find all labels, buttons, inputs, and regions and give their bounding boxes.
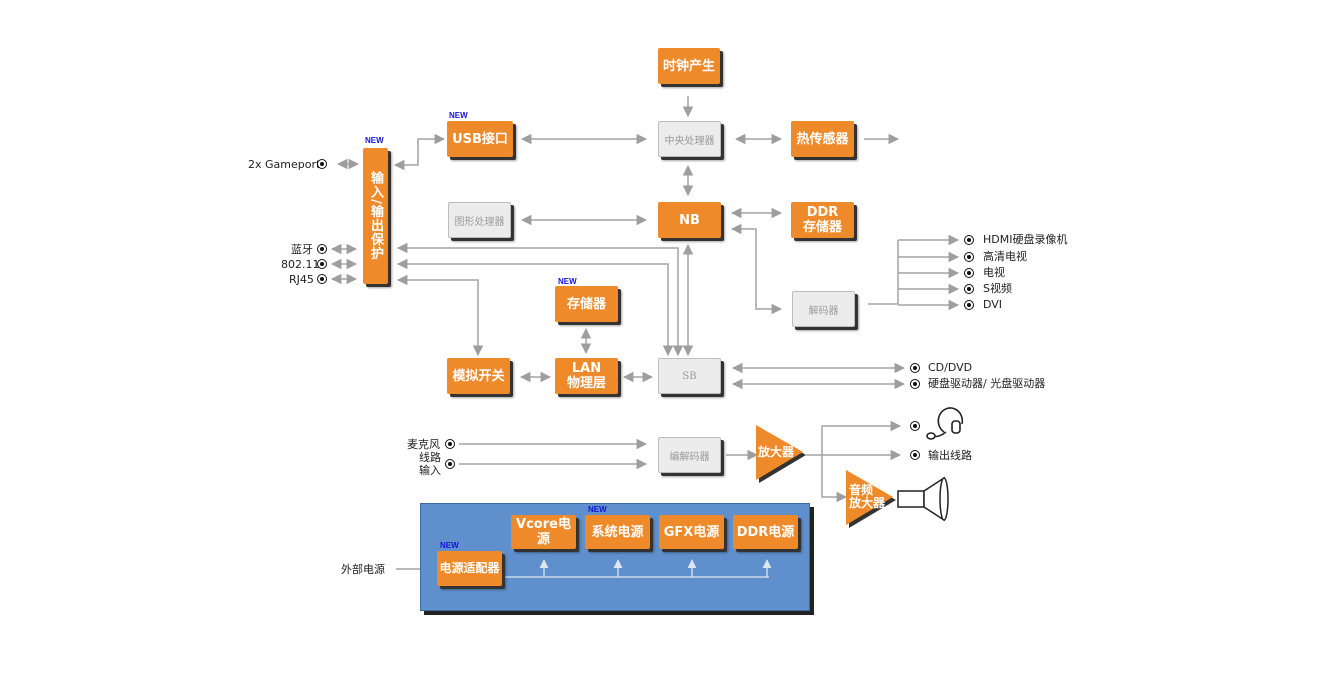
tv-connector bbox=[964, 268, 974, 278]
bluetooth-connector bbox=[317, 244, 327, 254]
line-out-connector bbox=[910, 450, 920, 460]
analog-switch-block: 模拟开关 bbox=[447, 358, 510, 394]
clock-label: 时钟产生 bbox=[662, 58, 715, 74]
arrow-io-analog bbox=[396, 274, 484, 357]
ddr-power-block: DDR电源 bbox=[733, 515, 798, 549]
hdtv-connector bbox=[964, 252, 974, 262]
adapter-label: 电源适配器 bbox=[439, 561, 500, 575]
nb-block: NB bbox=[658, 202, 721, 238]
mic-label: 麦克风 bbox=[407, 438, 440, 451]
ext-power-label: 外部电源 bbox=[341, 563, 385, 576]
new-tag-io: NEW bbox=[365, 136, 384, 145]
speaker-icon bbox=[897, 476, 949, 522]
gameport-connector bbox=[317, 159, 327, 169]
rj45-label: RJ45 bbox=[289, 273, 314, 286]
io-protect-block: 输入/输出保护 bbox=[363, 148, 388, 284]
gameport-label: 2x Gameport bbox=[248, 158, 321, 171]
gfx-power-label: GFX电源 bbox=[663, 524, 720, 540]
vcore-block: Vcore电源 bbox=[511, 515, 576, 549]
drives-connector bbox=[910, 379, 920, 389]
new-tag-power: NEW bbox=[588, 505, 607, 514]
arrow-io-sb-1 bbox=[396, 242, 684, 357]
audio-amp-label: 音频 放大器 bbox=[849, 483, 886, 510]
sb-label: SB bbox=[682, 370, 697, 382]
hdmi-label: HDMI硬盘录像机 bbox=[983, 233, 1068, 246]
hdtv-label: 高清电视 bbox=[983, 250, 1027, 263]
sys-power-block: 系统电源 bbox=[585, 515, 650, 549]
tv-label: 电视 bbox=[983, 266, 1005, 279]
wifi-connector bbox=[317, 259, 327, 269]
line-in-connector bbox=[445, 459, 455, 469]
cpu-label: 中央处理器 bbox=[664, 135, 715, 147]
analog-switch-label: 模拟开关 bbox=[452, 368, 505, 384]
lan-phy-block: LAN 物理层 bbox=[555, 358, 618, 394]
lan-phy-label: LAN 物理层 bbox=[566, 361, 606, 391]
line-out-label: 输出线路 bbox=[928, 449, 972, 462]
cpu-block: 中央处理器 bbox=[658, 121, 721, 157]
line-in-label-2: 输入 bbox=[419, 464, 441, 477]
rj45-connector bbox=[317, 274, 327, 284]
svideo-connector bbox=[964, 284, 974, 294]
bluetooth-label: 蓝牙 bbox=[291, 243, 313, 256]
arrow-io-sb-2 bbox=[396, 258, 674, 357]
arrow-nb-decoder bbox=[730, 223, 783, 315]
codec-block: 编解码器 bbox=[658, 437, 721, 473]
usb-label: USB接口 bbox=[452, 131, 508, 147]
adapter-block: 电源适配器 bbox=[437, 551, 502, 586]
codec-label: 编解码器 bbox=[669, 451, 710, 463]
decoder-block: 解码器 bbox=[792, 291, 855, 327]
memory-label: 存储器 bbox=[566, 296, 606, 312]
gpu-block: 图形处理器 bbox=[448, 202, 511, 238]
amplifier-label: 放大器 bbox=[758, 445, 795, 459]
ddr-label: DDR 存储器 bbox=[802, 205, 842, 235]
cd-dvd-label: CD/DVD bbox=[928, 361, 973, 374]
svideo-label: S视频 bbox=[983, 282, 1012, 295]
nb-label: NB bbox=[679, 212, 700, 228]
thermal-label: 热传感器 bbox=[796, 131, 849, 147]
io-protect-label: 输入/输出保护 bbox=[368, 171, 383, 261]
decoder-label: 解码器 bbox=[808, 305, 839, 317]
vcore-label: Vcore电源 bbox=[516, 517, 571, 547]
sb-block: SB bbox=[658, 358, 721, 394]
memory-block: 存储器 bbox=[555, 286, 618, 322]
power-bus-lines bbox=[505, 559, 772, 578]
audio-amp-triangle bbox=[846, 470, 896, 528]
headset-icon bbox=[926, 407, 964, 440]
drives-label: 硬盘驱动器/ 光盘驱动器 bbox=[928, 377, 1046, 390]
dvi-label: DVI bbox=[983, 298, 1003, 311]
hdmi-connector bbox=[964, 235, 974, 245]
usb-block: USB接口 bbox=[447, 121, 513, 157]
line-in-label-1: 线路 bbox=[419, 451, 441, 464]
clock-block: 时钟产生 bbox=[658, 48, 720, 84]
sys-power-label: 系统电源 bbox=[591, 524, 644, 540]
arrow-io-usb bbox=[393, 133, 446, 171]
dvi-connector bbox=[964, 300, 974, 310]
new-tag-usb: NEW bbox=[449, 111, 468, 120]
new-tag-adapter: NEW bbox=[440, 541, 459, 550]
thermal-block: 热传感器 bbox=[791, 121, 854, 157]
headphone-connector bbox=[910, 421, 920, 431]
mic-connector bbox=[445, 439, 455, 449]
amplifier-triangle bbox=[756, 425, 806, 483]
gpu-label: 图形处理器 bbox=[454, 216, 505, 228]
ddr-power-label: DDR电源 bbox=[736, 524, 795, 540]
cd-dvd-connector bbox=[910, 363, 920, 373]
new-tag-memory: NEW bbox=[558, 277, 577, 286]
wifi-label: 802.11 bbox=[281, 258, 320, 271]
gfx-power-block: GFX电源 bbox=[659, 515, 724, 549]
ddr-block: DDR 存储器 bbox=[791, 202, 854, 238]
